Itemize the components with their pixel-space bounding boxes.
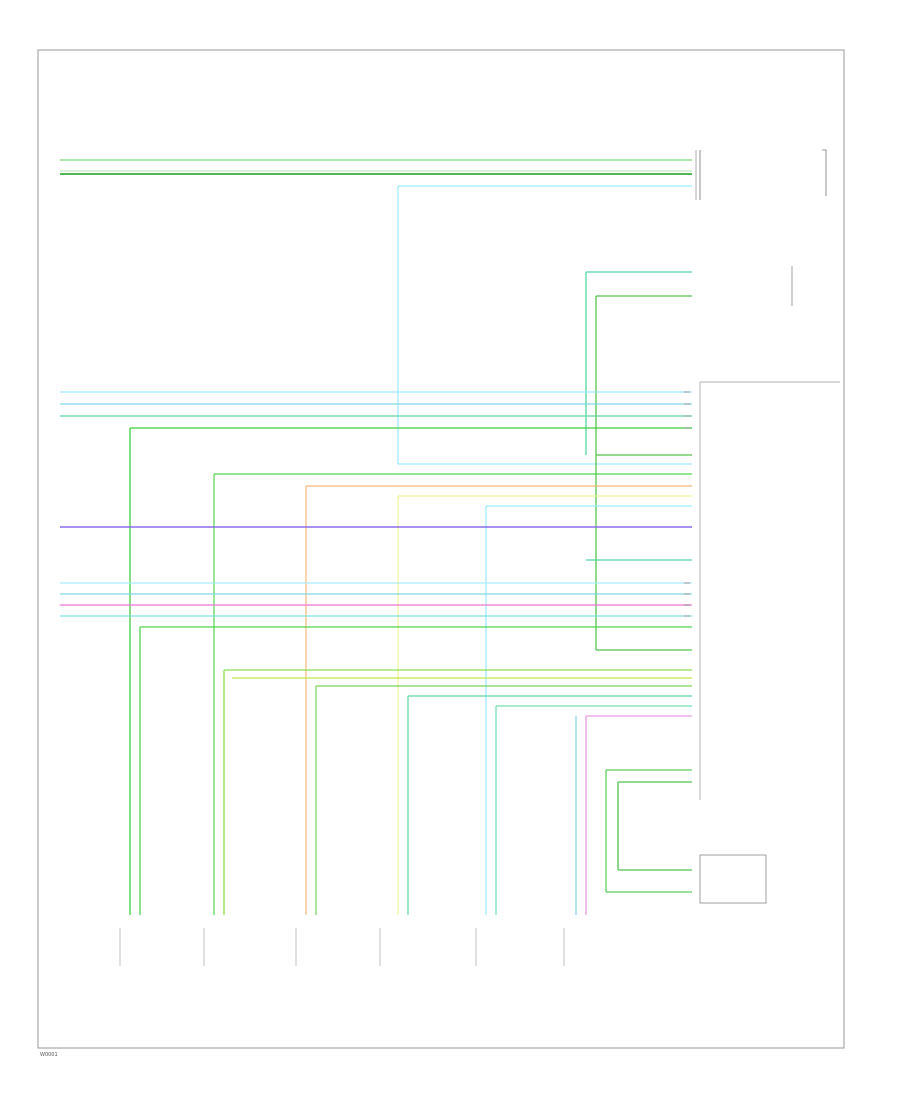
orc-module-box [699, 381, 840, 800]
seat-belt-switch-box [695, 149, 827, 200]
occupant-sensor-wires [585, 271, 692, 651]
right-sensor-wires [605, 769, 767, 904]
connector-ticks [684, 391, 690, 617]
top-wires [60, 159, 692, 187]
left-wire-group-2 [60, 582, 692, 915]
sensor-drop-wires [213, 473, 692, 915]
bottom-sensor-connectors [119, 928, 565, 966]
left-wire-group-1 [60, 391, 692, 915]
footer-code: W0001 [40, 1052, 58, 1058]
lower-feed-wires [223, 669, 692, 915]
diagram-frame [37, 49, 845, 1049]
